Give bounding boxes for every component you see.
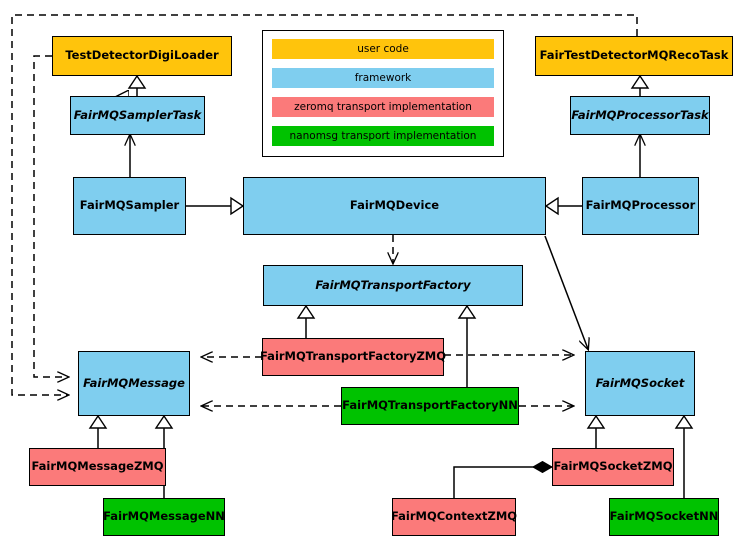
class-label: FairMQSamplerTask <box>73 107 202 122</box>
class-label: FairMQProcessorTask <box>571 107 709 122</box>
class-box-fairmqprocessortask[interactable]: FairMQProcessorTask <box>570 96 710 135</box>
class-label: FairMQMessageZMQ <box>31 459 164 474</box>
class-label: FairMQSocketNN <box>609 509 719 524</box>
class-box-fairmqtransportfactorynn[interactable]: FairMQTransportFactoryNN <box>341 387 519 425</box>
class-label: FairMQSocket <box>595 375 685 390</box>
legend-item-nanomsg: nanomsg transport implementation <box>272 126 494 146</box>
class-box-fairmqsocket[interactable]: FairMQSocket <box>585 351 695 416</box>
class-label: FairMQSampler <box>79 198 180 213</box>
class-label: FairMQSocketZMQ <box>553 459 673 474</box>
class-box-fairmqsocketnn[interactable]: FairMQSocketNN <box>609 498 719 536</box>
class-label: FairMQProcessor <box>585 198 696 213</box>
class-label: FairMQMessage <box>83 375 185 390</box>
edge-processor-device-head <box>544 196 559 216</box>
edge-msgnn-msg-head <box>154 414 174 429</box>
class-label: FairMQMessageNN <box>103 509 225 524</box>
legend-item-user-code: user code <box>272 39 494 59</box>
class-label: FairMQContextZMQ <box>390 509 518 524</box>
legend-item-framework: framework <box>272 68 494 88</box>
class-label: FairMQDevice <box>349 198 440 213</box>
edge-digiloader-message <box>33 55 68 377</box>
class-box-fairmqprocessor[interactable]: FairMQProcessor <box>582 177 699 235</box>
class-label: FairMQTransportFactoryZMQ <box>260 349 447 364</box>
edge-processortask-recotask-head <box>630 74 650 89</box>
legend-label: zeromq transport implementation <box>294 101 472 113</box>
edge-tfzmq-tf-head <box>296 304 316 319</box>
legend-label: user code <box>357 43 409 55</box>
class-box-fairmqmessage[interactable]: FairMQMessage <box>78 351 190 416</box>
edge-socknn-sock-head <box>674 414 694 429</box>
edge-device-socket <box>544 235 588 349</box>
class-box-fairmqmessagezmq[interactable]: FairMQMessageZMQ <box>29 448 166 486</box>
class-label: FairTestDetectorMQRecoTask <box>539 48 729 63</box>
class-box-fairmqdevice[interactable]: FairMQDevice <box>243 177 546 235</box>
class-box-fairmqsocketzmq[interactable]: FairMQSocketZMQ <box>552 448 674 486</box>
legend-label: framework <box>354 72 412 84</box>
edge-sockzmq-sock-head <box>586 414 606 429</box>
class-box-testdetectordigiloader[interactable]: TestDetectorDigiLoader <box>52 36 232 76</box>
legend-panel: user code framework zeromq transport imp… <box>262 30 504 157</box>
class-box-fairmqcontextzmq[interactable]: FairMQContextZMQ <box>390 498 518 536</box>
class-box-fairmqtransportfactory[interactable]: FairMQTransportFactory <box>263 265 523 306</box>
class-label: TestDetectorDigiLoader <box>65 48 219 63</box>
class-box-fairmqsamplertask[interactable]: FairMQSamplerTask <box>70 96 205 135</box>
class-label: FairMQTransportFactoryNN <box>342 398 518 413</box>
legend-item-zeromq: zeromq transport implementation <box>272 97 494 117</box>
class-box-fairmqmessagenn[interactable]: FairMQMessageNN <box>103 498 225 536</box>
class-box-fairmqtransportfactoryzmq[interactable]: FairMQTransportFactoryZMQ <box>260 338 447 376</box>
class-box-fairmqsampler[interactable]: FairMQSampler <box>73 177 186 235</box>
edge-contextzmq-socketzmq <box>453 467 552 498</box>
edge-msgzmq-msg-head <box>88 414 108 429</box>
class-box-fairtestdetectormqrecotask[interactable]: FairTestDetectorMQRecoTask <box>535 36 733 76</box>
legend-label: nanomsg transport implementation <box>289 130 477 142</box>
edge-tfnn-tf-head <box>457 304 477 319</box>
class-label: FairMQTransportFactory <box>315 277 471 292</box>
edge-sampler-device-head <box>230 196 245 216</box>
edge-samplertask-digiloader-head <box>127 74 147 89</box>
